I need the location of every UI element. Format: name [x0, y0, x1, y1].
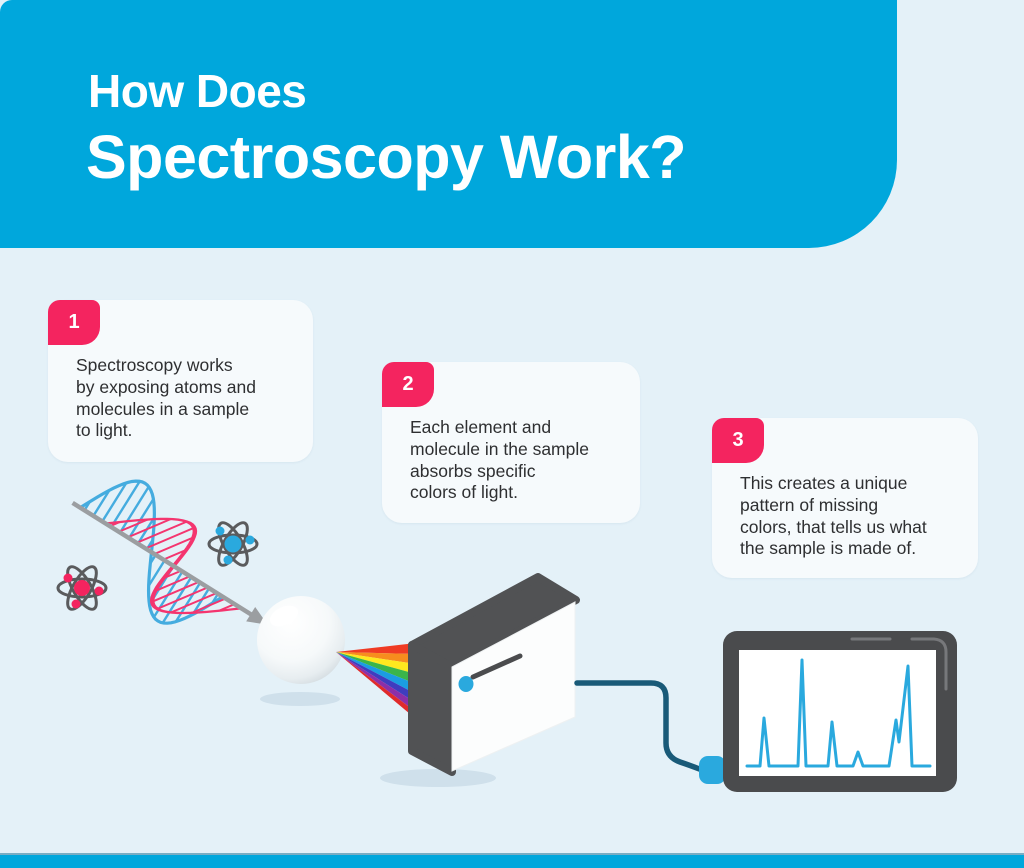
step-text-line: colors of light. [410, 482, 518, 503]
atom-icon-pink [56, 565, 108, 611]
slit-line [470, 653, 523, 680]
step-text-line: absorbs specific [410, 460, 536, 481]
step-text-line: the sample is made of. [740, 538, 917, 559]
spectrometer-box [408, 573, 580, 776]
step-text-line: molecules in a sample [76, 398, 250, 419]
header-banner: How Does Spectroscopy Work? [0, 0, 897, 248]
step-text-line: This creates a unique [740, 473, 908, 493]
box-shadow [380, 769, 496, 787]
atom-icon-blue [207, 521, 259, 567]
step-number-badge-3: 3 [712, 418, 764, 463]
step-card-2: 2 Each element and molecule in the sampl… [382, 362, 640, 523]
step-card-1: 1 Spectroscopy works by exposing atoms a… [48, 300, 313, 462]
step-number-badge-1: 1 [48, 300, 100, 345]
cable [574, 680, 705, 773]
sample-sphere [257, 596, 345, 684]
bezel-highlight [910, 637, 948, 691]
step-text-line: by exposing atoms and [76, 376, 256, 397]
rainbow-beam [336, 643, 416, 719]
step-text-line: pattern of missing [740, 494, 879, 515]
step-text-line: Each element and [410, 417, 552, 437]
sphere-shadow [260, 692, 340, 706]
step-text-1: Spectroscopy works by exposing atoms and… [76, 355, 256, 442]
step-text-2: Each element and molecule in the sample … [410, 417, 589, 504]
step-text-line: colors, that tells us what [740, 516, 927, 537]
step-text-line: to light. [76, 420, 133, 441]
step-card-3: 3 This creates a unique pattern of missi… [712, 418, 978, 578]
light-wave [71, 479, 268, 625]
wave-pink-hatch [108, 518, 236, 614]
indicator-dot [458, 676, 474, 692]
tablet [723, 631, 957, 792]
cable-connector [699, 756, 726, 784]
step-text-3: This creates a unique pattern of missing… [740, 473, 927, 560]
page-title-line2: Spectroscopy Work? [86, 123, 687, 191]
footer-bar [0, 853, 1024, 868]
spectrum-chart [745, 658, 932, 768]
page-title-line1: How Does [88, 65, 307, 117]
step-text-line: Spectroscopy works [76, 355, 233, 375]
step-text-line: molecule in the sample [410, 438, 589, 459]
step-number-badge-2: 2 [382, 362, 434, 407]
